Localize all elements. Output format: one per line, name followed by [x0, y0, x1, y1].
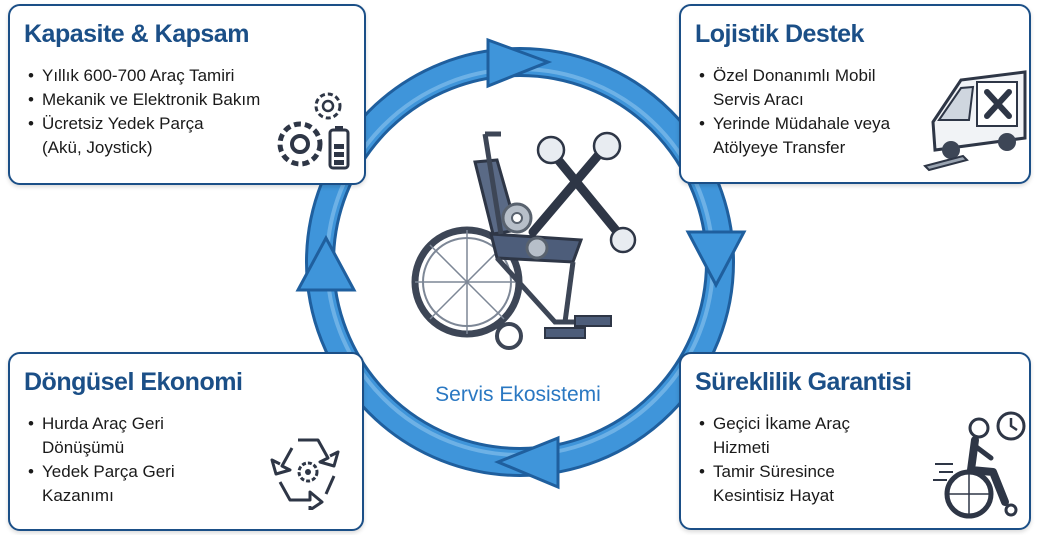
card-continuity-guarantee: Süreklilik Garantisi Geçici İkame Araç H…	[679, 352, 1031, 530]
gears-battery-icon	[277, 92, 350, 170]
recycle-icon	[270, 438, 340, 510]
list-item: Ücretsiz Yedek Parça (Akü, Joystick)	[28, 112, 260, 160]
wheelchair-user-clock-icon	[933, 411, 1026, 519]
list-item: Yedek Parça Geri Kazanımı	[28, 460, 175, 508]
list-item: Hurda Araç Geri Dönüşümü	[28, 412, 175, 460]
list-item: Mekanik ve Elektronik Bakım	[28, 88, 260, 112]
card-circular-economy: Döngüsel Ekonomi Hurda Araç Geri Dönüşüm…	[8, 352, 364, 531]
card-list: Geçici İkame Araç Hizmeti Tamir Süresinc…	[699, 412, 850, 508]
center-label: Servis Ekosistemi	[435, 383, 601, 406]
list-item: Yıllık 600-700 Araç Tamiri	[28, 64, 260, 88]
service-van-icon	[923, 70, 1027, 172]
cycle-arrow-right	[685, 230, 747, 289]
card-title: Süreklilik Garantisi	[695, 368, 912, 396]
card-title: Döngüsel Ekonomi	[24, 368, 243, 396]
list-item: Geçici İkame Araç Hizmeti	[699, 412, 850, 460]
card-list: Özel Donanımlı Mobil Servis Aracı Yerind…	[699, 64, 890, 160]
wheelchair-with-wrenches-icon	[411, 131, 637, 350]
cycle-arrow-bottom	[494, 435, 560, 490]
card-title: Lojistik Destek	[695, 20, 864, 48]
card-list: Hurda Araç Geri Dönüşümü Yedek Parça Ger…	[28, 412, 175, 508]
list-item: Tamir Süresince Kesintisiz Hayat	[699, 460, 850, 508]
card-title: Kapasite & Kapsam	[24, 20, 249, 48]
cycle-arrow-left	[295, 234, 357, 292]
card-logistics-support: Lojistik Destek Özel Donanımlı Mobil Ser…	[679, 4, 1031, 184]
card-capacity-scope: Kapasite & Kapsam Yıllık 600-700 Araç Ta…	[8, 4, 366, 185]
cycle-arrow-top	[486, 37, 553, 89]
list-item: Yerinde Müdahale veya Atölyeye Transfer	[699, 112, 890, 160]
card-list: Yıllık 600-700 Araç Tamiri Mekanik ve El…	[28, 64, 260, 160]
list-item: Özel Donanımlı Mobil Servis Aracı	[699, 64, 890, 112]
